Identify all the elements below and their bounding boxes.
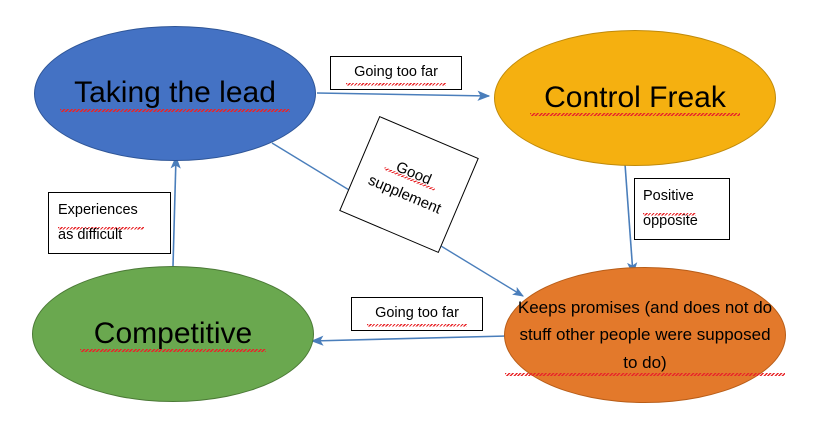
edge-label-good-supplement[interactable]: Good supplement [339,115,479,254]
node-keeps-promises-label: Keeps promises (and does not do stuff ot… [505,293,785,377]
edge-label-experiences-as-difficult[interactable]: Experiences as difficult [48,192,171,254]
arrow-competitive-to-taking-the-lead [170,155,181,267]
node-taking-the-lead[interactable]: Taking the lead [34,26,316,161]
node-competitive[interactable]: Competitive [32,266,314,402]
edge-label-going-too-far-top-text: Going too far [346,59,446,87]
node-competitive-label: Competitive [79,315,267,353]
node-control-freak[interactable]: Control Freak [494,30,776,166]
arrow-taking-the-lead-to-control-freak [316,90,491,101]
arrow-control-freak-to-keeps-promises [624,163,638,276]
edge-label-positive-opposite[interactable]: Positive opposite [634,178,730,240]
edge-label-going-too-far-bottom-text: Going too far [367,300,467,328]
edge-label-good-supplement-text: Good supplement [355,142,463,227]
edge-label-going-too-far-top[interactable]: Going too far [330,56,462,90]
edge-label-positive-opposite-text: Positive opposite [635,179,706,239]
node-taking-the-lead-label: Taking the lead [60,75,290,112]
node-control-freak-label: Control Freak [530,79,740,117]
edge-label-experiences-as-difficult-text: Experiences as difficult [49,193,147,253]
arrow-keeps-promises-to-competitive [310,335,508,346]
node-keeps-promises[interactable]: Keeps promises (and does not do stuff ot… [504,267,786,403]
edge-label-going-too-far-bottom[interactable]: Going too far [351,297,483,331]
